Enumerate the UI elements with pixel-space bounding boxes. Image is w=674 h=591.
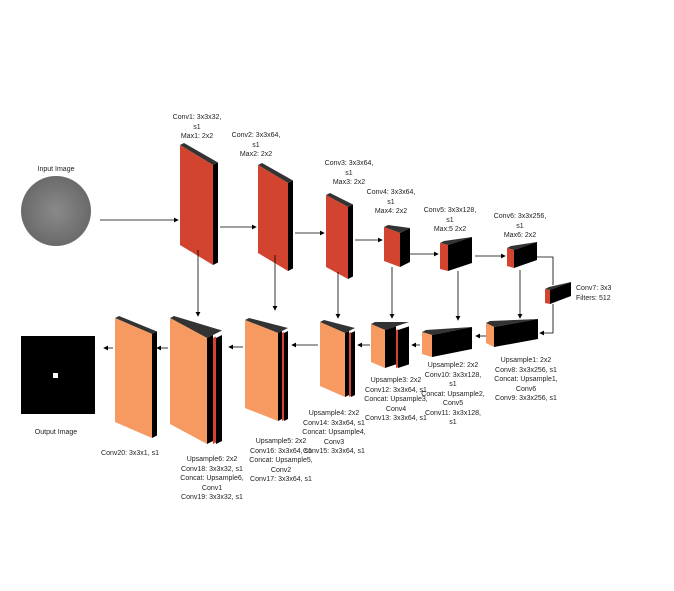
upsample5-side-2 [284, 331, 288, 421]
upsample6-side-1 [213, 336, 216, 444]
upsample3-top-face [371, 322, 409, 330]
conv20-top-face [115, 316, 157, 334]
conv1-label: Conv1: 3x3x32, s1 Max1: 2x2 [172, 114, 222, 140]
upsample1-top-face [486, 319, 538, 327]
conv6-top-face [507, 242, 537, 250]
output-image-blob [53, 373, 58, 378]
conv20-front-face [115, 318, 152, 438]
conv1-block [180, 143, 218, 265]
conv20-block [115, 316, 157, 438]
upsample6-side-2 [216, 335, 222, 444]
upsample4-label: Upsample4: 2x2 Conv14: 3x3x64, s1 Concat… [302, 410, 366, 455]
conv7-block [545, 282, 571, 304]
upsample3-block [371, 322, 409, 368]
upsample3-side-2 [398, 326, 409, 368]
conv6-side-0 [514, 242, 537, 268]
conv3-side-0 [348, 204, 353, 279]
upsample1-side-0 [494, 319, 538, 347]
conv4-label: Conv4: 3x3x64, s1 Max4: 2x2 [366, 189, 416, 215]
upsample4-side-2 [351, 331, 355, 397]
upsample2-label: Upsample2: 2x2 Conv10: 3x3x128, s1 Conca… [421, 362, 485, 426]
conv5-side-0 [448, 237, 472, 271]
conv1-front-face [180, 145, 213, 265]
conv6-block [507, 242, 537, 268]
conv2-top-face [258, 163, 293, 183]
conv3-label: Conv3: 3x3x64, s1 Max3: 2x2 [324, 160, 374, 186]
upsample1-front-face [486, 323, 494, 347]
upsample5-side-1 [282, 332, 284, 421]
input-image [21, 176, 91, 246]
upsample4-side-1 [349, 332, 351, 397]
upsample2-top-face [422, 327, 472, 335]
input-image-label: Input Image [37, 166, 75, 173]
upsample4-top-face [320, 320, 355, 333]
conv6-label: Conv6: 3x3x256, s1 Max6: 2x2 [493, 213, 547, 239]
upsample4-front-face [320, 322, 345, 397]
conv1-side-0 [213, 162, 218, 265]
conv4-top-face [384, 225, 410, 233]
arrow-conv6-conv7 [537, 256, 554, 285]
upsample6-side-0 [207, 335, 213, 444]
conv5-label: Conv5: 3x3x128, s1 Max:5 2x2 [423, 207, 477, 233]
conv7-top-face [545, 282, 571, 290]
upsample5-label: Upsample5: 2x2 Conv16: 3x3x64, s1 Concat… [249, 438, 313, 483]
conv3-front-face [326, 195, 348, 279]
conv2-front-face [258, 165, 288, 271]
upsample5-top-face [245, 318, 288, 333]
conv1-top-face [180, 143, 218, 165]
upsample4-side-0 [345, 331, 349, 397]
conv5-front-face [440, 243, 448, 271]
conv7-front-face [545, 289, 550, 304]
upsample5-block [245, 318, 288, 421]
upsample6-label: Upsample6: 2x2 Conv18: 3x3x32, s1 Concat… [180, 456, 244, 501]
conv2-side-0 [288, 180, 293, 271]
output-image-label: Output Image [34, 429, 78, 436]
conv20-label: Conv20: 3x3x1, s1 [101, 450, 159, 457]
conv20-side-0 [152, 331, 157, 438]
conv7-label: Conv7: 3x3 Filters: 512 [576, 285, 612, 302]
conv7-side-0 [550, 282, 571, 304]
upsample6-front-face [170, 318, 207, 444]
upsample4-block [320, 320, 355, 397]
upsample2-side-0 [432, 327, 472, 357]
conv2-block [258, 163, 293, 271]
conv2-label: Conv2: 3x3x64, s1 Max2: 2x2 [231, 132, 281, 158]
conv4-side-0 [400, 228, 410, 267]
conv4-block [384, 225, 410, 267]
upsample3-front-face [371, 324, 385, 368]
upsample5-side-0 [278, 331, 282, 421]
upsample3-label: Upsample3: 2x2 Conv12: 3x3x64, s1 Concat… [364, 377, 428, 422]
upsample2-block [422, 327, 472, 357]
arrow-conv7-upsample1 [539, 304, 554, 336]
conv5-top-face [440, 237, 472, 245]
conv5-block [440, 237, 472, 271]
conv4-front-face [384, 227, 400, 267]
upsample2-front-face [422, 332, 432, 357]
upsample6-top-face [170, 316, 222, 338]
upsample6-block [170, 316, 222, 444]
conv6-front-face [507, 248, 514, 268]
upsample1-label: Upsample1: 2x2 Conv8: 3x3x256, s1 Concat… [494, 357, 558, 402]
upsample3-side-1 [396, 329, 398, 368]
conv3-top-face [326, 193, 353, 207]
upsample1-block [486, 319, 538, 347]
upsample3-side-0 [385, 326, 396, 368]
conv3-block [326, 193, 353, 279]
upsample5-front-face [245, 320, 278, 421]
